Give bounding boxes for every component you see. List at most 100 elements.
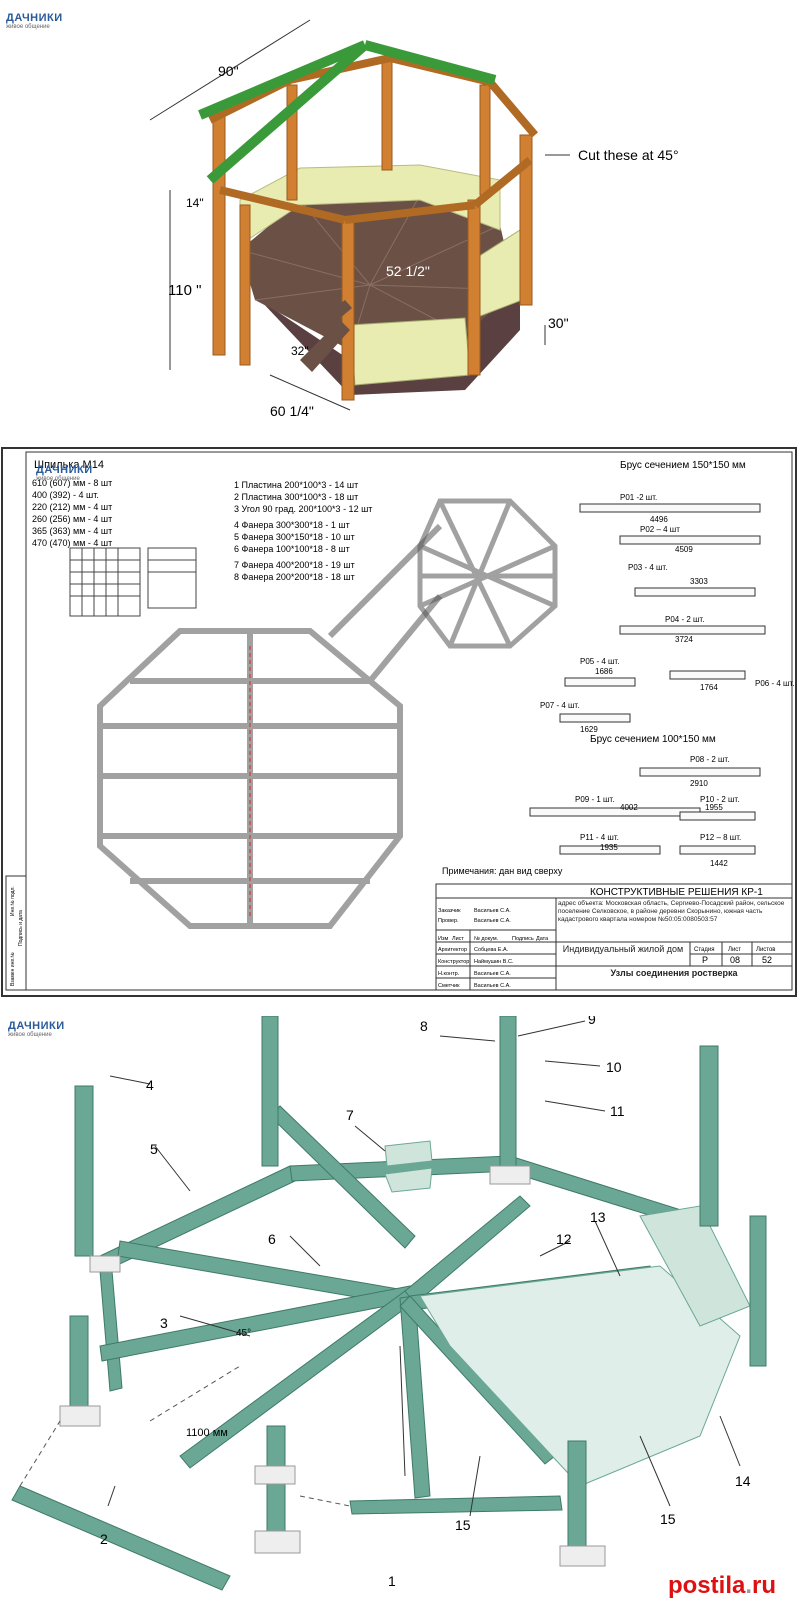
- callout-1: 1: [388, 1573, 396, 1589]
- svg-text:3724: 3724: [675, 635, 693, 644]
- svg-text:2910: 2910: [690, 779, 708, 788]
- stamp-stage-h: Стадия: [694, 947, 714, 953]
- svg-text:1935: 1935: [600, 843, 618, 852]
- svg-text:Провер.: Провер.: [438, 918, 459, 924]
- svg-text:Дата: Дата: [536, 936, 549, 942]
- callout-10: 10: [606, 1059, 622, 1075]
- gazebo-drawing: 90" Cut these at 45° 14" 110 " 52 1/2" 3…: [149, 19, 679, 419]
- svg-text:Р01 -2 шт.: Р01 -2 шт.: [620, 493, 657, 502]
- svg-text:1442: 1442: [710, 859, 728, 868]
- svg-text:Изм: Изм: [438, 936, 448, 942]
- dim-step: 32": [291, 344, 309, 358]
- svg-text:Инв.№ подл.: Инв.№ подл.: [10, 886, 16, 916]
- stamp-sheets: 52: [762, 955, 772, 965]
- svg-text:Р04 - 2 шт.: Р04 - 2 шт.: [665, 615, 704, 624]
- drawing-sheet: Шпилька М14 610 (607) мм - 8 шт 400 (392…: [1, 447, 797, 997]
- stamp-roles: Архитектор Собцева Е.А. Конструктор Наймуш…: [438, 947, 514, 989]
- stamp-sheet-h: Лист: [728, 947, 741, 953]
- svg-text:470 (470) мм - 4 шт: 470 (470) мм - 4 шт: [32, 538, 112, 548]
- callout-3: 3: [160, 1315, 168, 1331]
- stamp-project: Индивидуальный жилой дом: [563, 944, 683, 954]
- svg-text:Васильев С.А.: Васильев С.А.: [474, 908, 511, 914]
- callout-7: 7: [346, 1107, 354, 1123]
- svg-text:3 Угол 90 град. 200*100*3 - 12: 3 Угол 90 град. 200*100*3 - 12 шт: [234, 504, 372, 514]
- callout-11: 11: [610, 1103, 625, 1119]
- title-block: [435, 883, 793, 991]
- stamp-columns: Изм Лист № докум. Подпись Дата: [438, 936, 549, 942]
- callout-4: 4: [146, 1077, 154, 1093]
- cut-note: Cut these at 45°: [578, 147, 679, 163]
- svg-text:Сметчик: Сметчик: [438, 983, 460, 989]
- svg-text:Р02 – 4 шт: Р02 – 4 шт: [640, 525, 680, 534]
- svg-text:Р07 - 4 шт.: Р07 - 4 шт.: [540, 701, 579, 710]
- frame-drawing: 1 2 3 4 5 6 7 8 9 10 11 12 13 14 15 15 1…: [11, 1016, 767, 1591]
- postila-logo[interactable]: postila.ru: [667, 1572, 776, 1599]
- svg-text:Р03 - 4 шт.: Р03 - 4 шт.: [628, 563, 667, 572]
- svg-text:Подпись: Подпись: [512, 936, 534, 942]
- svg-text:610 (607) мм - 8 шт: 610 (607) мм - 8 шт: [32, 478, 112, 488]
- bolts-list: 610 (607) мм - 8 шт 400 (392) - 4 шт. 22…: [32, 478, 112, 548]
- bolts-title: Шпилька М14: [34, 459, 104, 471]
- beam-100-title: Брус сечением 100*150 мм: [590, 734, 716, 745]
- stamp-address: адрес объекта: Московская область, Серги…: [558, 900, 784, 923]
- dim-floor-height: 30": [548, 315, 569, 331]
- svg-text:4496: 4496: [650, 515, 668, 524]
- svg-text:Взамен инв.№: Взамен инв.№: [10, 952, 16, 986]
- callout-14: 14: [735, 1473, 751, 1489]
- svg-text:4509: 4509: [675, 545, 693, 554]
- svg-text:Н.контр.: Н.контр.: [438, 971, 460, 977]
- svg-text:Лист: Лист: [452, 936, 464, 942]
- svg-text:400 (392) - 4 шт.: 400 (392) - 4 шт.: [32, 490, 99, 500]
- svg-text:Р05 - 4 шт.: Р05 - 4 шт.: [580, 657, 619, 666]
- svg-text:Р08 - 2 шт.: Р08 - 2 шт.: [690, 755, 729, 764]
- svg-text:Р12 – 8 шт.: Р12 – 8 шт.: [700, 833, 741, 842]
- svg-text:260 (256) мм - 4 шт: 260 (256) мм - 4 шт: [32, 514, 112, 524]
- angle-45: 45°: [236, 1328, 251, 1339]
- svg-text:Заказчик: Заказчик: [438, 908, 461, 914]
- dim-top: 90": [218, 63, 239, 79]
- svg-text:Васильев С.А.: Васильев С.А.: [474, 918, 511, 924]
- callout-13: 13: [590, 1209, 606, 1225]
- small-octagon: [417, 498, 558, 649]
- svg-text:5 Фанера 300*150*18 - 10 шт: 5 Фанера 300*150*18 - 10 шт: [234, 532, 355, 542]
- dim-diagonal: 52 1/2": [386, 263, 430, 279]
- dim-rail-height: 14": [186, 196, 204, 210]
- svg-text:Подпись и дата: Подпись и дата: [18, 910, 24, 946]
- callout-2: 2: [100, 1531, 108, 1547]
- hardware-list: 1 Пластина 200*100*3 - 14 шт 2 Пластина …: [234, 480, 372, 582]
- parts-list: Р01 -2 шт. 4496 Р02 – 4 шт 4509 Р03 - 4 шт…: [540, 493, 794, 868]
- svg-text:1686: 1686: [595, 667, 613, 676]
- svg-text:Конструктор: Конструктор: [438, 959, 469, 965]
- svg-text:220 (212) мм - 4 шт: 220 (212) мм - 4 шт: [32, 502, 112, 512]
- svg-text:3303: 3303: [690, 577, 708, 586]
- svg-text:1629: 1629: [580, 725, 598, 734]
- dim-1100: 1100 мм: [186, 1427, 228, 1439]
- svg-text:№ докум.: № докум.: [474, 936, 499, 942]
- svg-text:Р06 - 4 шт.: Р06 - 4 шт.: [755, 679, 794, 688]
- stamp-title: КОНСТРУКТИВНЫЕ РЕШЕНИЯ КР-1: [590, 887, 763, 898]
- stamp-stage: Р: [702, 955, 708, 965]
- roof-rafters: [198, 40, 497, 184]
- dim-side: 60 1/4": [270, 403, 314, 419]
- svg-text:7 Фанера 400*200*18 - 19 шт: 7 Фанера 400*200*18 - 19 шт: [234, 560, 355, 570]
- svg-text:Собцева Е.А.: Собцева Е.А.: [474, 947, 509, 953]
- svg-text:Архитектор: Архитектор: [438, 947, 467, 953]
- svg-text:1955: 1955: [705, 803, 723, 812]
- callout-15b: 15: [660, 1511, 676, 1527]
- callout-15a: 15: [455, 1517, 471, 1533]
- svg-text:2 Пластина 300*100*3 - 18 шт: 2 Пластина 300*100*3 - 18 шт: [234, 492, 358, 502]
- callout-6: 6: [268, 1231, 276, 1247]
- svg-text:Наймушин В.С.: Наймушин В.С.: [474, 958, 514, 965]
- stamp-sheet-title: Узлы соединения ростверка: [610, 968, 737, 978]
- callout-8: 8: [420, 1018, 428, 1034]
- svg-text:Р10 - 2 шт.: Р10 - 2 шт.: [700, 795, 739, 804]
- callout-5: 5: [150, 1141, 158, 1157]
- stamp-sheets-h: Листов: [756, 947, 776, 953]
- dim-total-height: 110 ": [168, 282, 201, 299]
- svg-text:Р11 - 4 шт.: Р11 - 4 шт.: [580, 833, 619, 842]
